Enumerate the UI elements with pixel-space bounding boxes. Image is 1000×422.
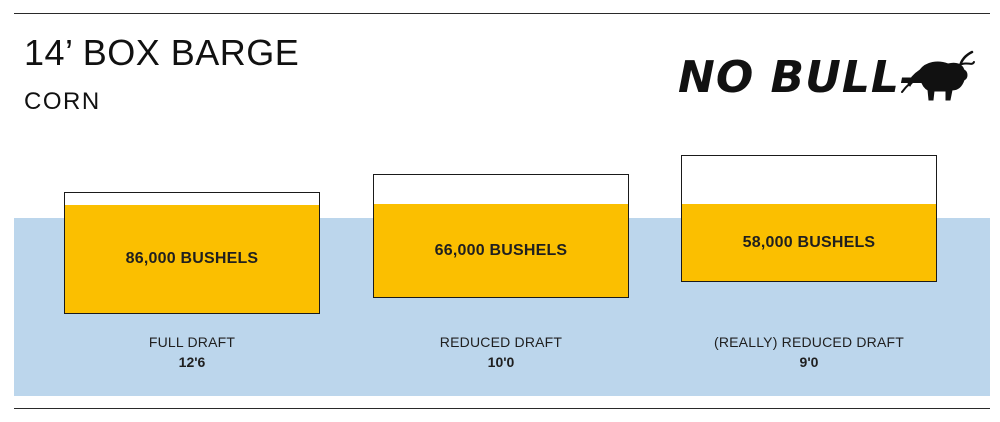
draft-caption: (REALLY) REDUCED DRAFT 9'0 (681, 334, 937, 370)
barge-reduced-draft: 66,000 BUSHELS (373, 174, 629, 298)
page-title: 14’ BOX BARGE (24, 32, 300, 73)
draft-name: (REALLY) REDUCED DRAFT (713, 334, 905, 350)
top-divider (14, 13, 990, 14)
barge-full-draft: 86,000 BUSHELS (64, 192, 320, 314)
draft-depth: 12'6 (178, 354, 206, 370)
no-bull-logo: NO BULL— (678, 50, 975, 103)
cargo-fill: 66,000 BUSHELS (374, 204, 628, 297)
logo-text: NO BULL— (678, 52, 945, 103)
bushel-volume-label: 58,000 BUSHELS (742, 233, 876, 251)
bushel-volume-label: 66,000 BUSHELS (434, 241, 568, 259)
draft-caption: REDUCED DRAFT 10'0 (373, 334, 629, 370)
draft-caption: FULL DRAFT 12'6 (64, 334, 320, 370)
draft-depth: 9'0 (799, 354, 819, 370)
draft-name: FULL DRAFT (148, 334, 236, 350)
cargo-fill: 58,000 BUSHELS (682, 204, 936, 281)
bottom-divider (14, 408, 990, 409)
bull-icon (901, 50, 975, 101)
draft-depth: 10'0 (487, 354, 515, 370)
barge-really-reduced-draft: 58,000 BUSHELS (681, 155, 937, 282)
bushel-volume-label: 86,000 BUSHELS (125, 250, 259, 267)
draft-name: REDUCED DRAFT (439, 334, 563, 350)
page-subtitle: CORN (24, 88, 101, 115)
cargo-fill: 86,000 BUSHELS (65, 205, 319, 313)
